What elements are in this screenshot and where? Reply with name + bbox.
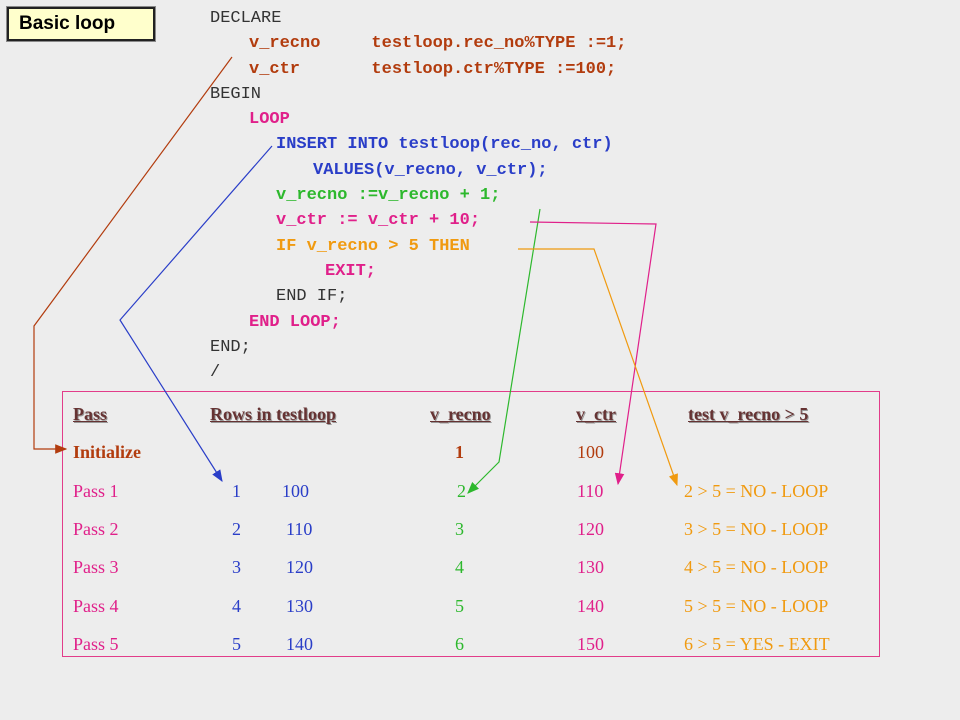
code-block: DECLARE v_recno testloop.rec_no%TYPE :=1;…	[210, 6, 626, 385]
code-line: v_recno :=v_recno + 1;	[276, 186, 501, 206]
cell-val: 110	[286, 519, 313, 539]
cell-ctr: 110	[577, 481, 604, 501]
code-line: v_ctr testloop.ctr%TYPE :=100;	[249, 59, 617, 79]
cell-pass: Pass 3	[73, 557, 119, 577]
code-line: BEGIN	[210, 84, 262, 104]
cell-ctr: 130	[577, 557, 604, 577]
cell-pass: Pass 5	[73, 634, 119, 654]
header-rows: Rows in testloop	[210, 404, 337, 424]
arrow-declare-to-initialize	[33, 56, 233, 454]
header-recno: v_recno	[430, 404, 491, 424]
cell-val: 120	[286, 557, 313, 577]
code-line: IF v_recno > 5 THEN	[276, 236, 470, 256]
cell-val: 130	[286, 596, 313, 616]
cell-test: 5 > 5 = NO - LOOP	[684, 596, 829, 616]
code-line: END LOOP;	[249, 312, 341, 332]
cell-test: 3 > 5 = NO - LOOP	[684, 519, 829, 539]
trace-table	[62, 391, 880, 657]
cell-test: 4 > 5 = NO - LOOP	[684, 557, 829, 577]
cell-pass: Pass 2	[73, 519, 119, 539]
cell-ctr: 140	[577, 596, 604, 616]
arrow-recno-to-value	[467, 208, 541, 494]
cell-recno: 2	[457, 481, 466, 501]
code-line: INSERT INTO testloop(rec_no, ctr)	[276, 135, 613, 155]
cell-recno: 4	[455, 557, 464, 577]
cell-recno: 1	[455, 442, 464, 462]
cell-val: 140	[286, 634, 313, 654]
cell-rec: 1	[232, 481, 241, 501]
code-line: END IF;	[276, 287, 348, 307]
arrow-insert-to-rows	[119, 145, 273, 483]
cell-recno: 5	[455, 596, 464, 616]
cell-val: 100	[282, 481, 309, 501]
slide-title: Basic loop	[7, 7, 155, 41]
code-line: v_recno testloop.rec_no%TYPE :=1;	[249, 34, 627, 54]
code-line: v_ctr := v_ctr + 10;	[276, 211, 481, 231]
code-line: VALUES(v_recno, v_ctr);	[313, 160, 548, 180]
cell-rec: 5	[232, 634, 241, 654]
code-line: EXIT;	[325, 261, 377, 281]
cell-rec: 3	[232, 557, 241, 577]
code-line: /	[210, 363, 221, 383]
cell-ctr: 150	[577, 634, 604, 654]
cell-pass: Pass 1	[73, 481, 119, 501]
cell-recno: 3	[455, 519, 464, 539]
code-line: END;	[210, 337, 251, 357]
cell-rec: 2	[232, 519, 241, 539]
cell-pass: Pass 4	[73, 596, 119, 616]
header-ctr: v_ctr	[576, 404, 616, 424]
header-pass: Pass	[73, 404, 108, 424]
cell-pass: Initialize	[73, 442, 141, 462]
cell-ctr: 120	[577, 519, 604, 539]
code-line: DECLARE	[210, 9, 282, 28]
header-test: test v_recno > 5	[688, 404, 809, 424]
cell-recno: 6	[455, 634, 464, 654]
cell-test: 2 > 5 = NO - LOOP	[684, 481, 829, 501]
arrow-ctr-to-value	[529, 221, 657, 486]
cell-test: 6 > 5 = YES - EXIT	[684, 634, 830, 654]
cell-rec: 4	[232, 596, 241, 616]
code-line: LOOP	[249, 110, 290, 130]
arrow-if-to-test	[518, 248, 678, 487]
cell-ctr: 100	[577, 442, 604, 462]
title-shadow: Basic loop	[6, 6, 156, 42]
